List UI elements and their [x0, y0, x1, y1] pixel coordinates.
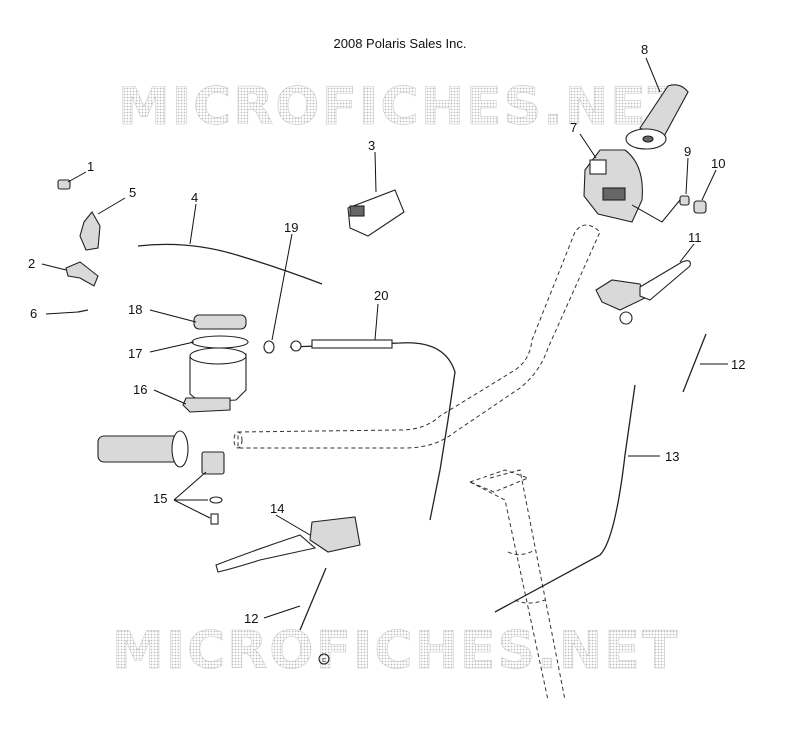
leader-lines [41, 57, 728, 619]
callout-20: 20 [374, 288, 388, 303]
cap-10 [693, 200, 707, 214]
copyright-text: 2008 Polaris Sales Inc. [333, 36, 467, 51]
callout-2: 2 [28, 256, 35, 271]
callout-1: 1 [87, 159, 94, 174]
clamp-15 [201, 451, 225, 525]
switch-block [347, 189, 405, 237]
callout-5: 5 [129, 185, 136, 200]
gasket-17 [191, 335, 249, 349]
callout-19: 19 [284, 220, 298, 235]
callout-17: 17 [128, 346, 142, 361]
callout-11: 11 [688, 230, 702, 245]
throttle-housing [583, 149, 681, 223]
grip-right [625, 84, 689, 150]
bracket-2 [65, 261, 99, 287]
handlebar [233, 224, 601, 449]
callout-18: 18 [128, 302, 142, 317]
grip-left [97, 430, 189, 468]
bolt-12-upper [682, 333, 707, 393]
callout-4: 4 [191, 190, 198, 205]
cable-4 [137, 243, 323, 285]
clamp-5 [79, 211, 101, 251]
screw-1 [57, 179, 71, 190]
callout-14: 14 [270, 501, 284, 516]
copyright-symbol-letter: c [322, 657, 326, 664]
callout-3: 3 [368, 138, 375, 153]
steering-post [468, 469, 566, 701]
callout-12-lower: 12 [244, 611, 258, 626]
screw-9 [679, 195, 690, 206]
callout-10: 10 [711, 156, 725, 171]
copyright-symbol: c [318, 653, 330, 665]
reservoir-16 [182, 347, 247, 413]
callout-13: 13 [665, 449, 679, 464]
callout-7: 7 [570, 120, 577, 135]
callout-8: 8 [641, 42, 648, 57]
callout-6: 6 [30, 306, 37, 321]
o-ring-19 [263, 340, 275, 354]
bolt-12-lower [299, 567, 327, 631]
throttle-cable [289, 339, 456, 521]
cover-18 [193, 314, 247, 330]
callout-labels: 1 2 3 4 5 6 7 8 9 10 11 12 12 13 14 15 1… [28, 42, 745, 626]
callout-12-upper: 12 [731, 357, 745, 372]
brake-cable [494, 384, 636, 613]
screw-6 [77, 309, 89, 313]
lever-assembly-right [595, 260, 691, 325]
callout-16: 16 [133, 382, 147, 397]
master-cylinder-14 [215, 516, 361, 573]
callout-9: 9 [684, 144, 691, 159]
watermark-bottom: MICROFICHES.NET [112, 621, 679, 681]
watermark-top: MICROFICHES.NET [118, 77, 685, 137]
callout-15: 15 [153, 491, 167, 506]
